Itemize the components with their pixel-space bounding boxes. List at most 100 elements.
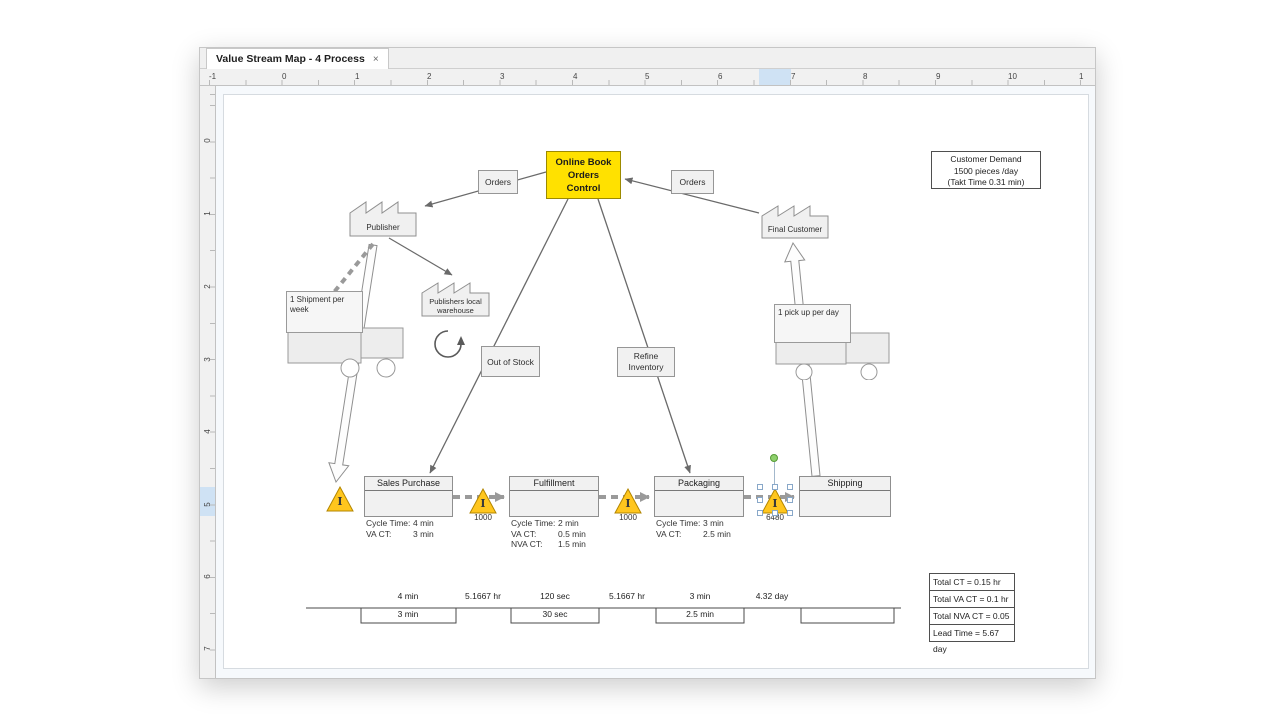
final-customer-label: Final Customer	[767, 225, 823, 234]
ruler-number: 5	[645, 72, 650, 81]
inventory-symbol: I	[480, 497, 486, 510]
stat-label: VA CT:	[511, 528, 537, 539]
tab-value-stream-map[interactable]: Value Stream Map - 4 Process ×	[206, 48, 389, 69]
connector-control-to-packaging[interactable]	[597, 198, 691, 474]
ruler-number: 3	[203, 357, 212, 362]
customer-demand-box[interactable]: Customer Demand 1500 pieces /day (Takt T…	[931, 151, 1041, 189]
tab-title: Value Stream Map - 4 Process	[216, 53, 365, 65]
summary-total-va-ct: Total VA CT = 0.1 hr	[929, 590, 1015, 608]
timeline-label: 4 min	[397, 591, 419, 601]
selection-handle[interactable]	[772, 510, 778, 516]
process-title: Fulfillment	[510, 477, 598, 491]
stat-value: 3 min	[703, 518, 724, 528]
ruler-number: 4	[203, 429, 212, 434]
orders-right-box[interactable]: Orders	[671, 170, 714, 194]
out-of-stock-box[interactable]: Out of Stock	[481, 346, 540, 377]
selection-handle[interactable]	[772, 484, 778, 490]
inventory-icon	[326, 485, 354, 512]
process-shipping[interactable]: Shipping	[799, 476, 891, 517]
stat-value: 3 min	[413, 528, 434, 539]
publisher-factory[interactable]: Publisher	[349, 197, 417, 237]
inventory-amount: 6480	[766, 513, 784, 522]
timeline-label: 3 min	[689, 591, 711, 601]
rotation-handle-stem	[774, 462, 775, 486]
factory-icon	[421, 282, 490, 317]
inventory-symbol: I	[337, 495, 343, 508]
ruler-number: 2	[427, 72, 432, 81]
summary-total-nva-ct: Total NVA CT = 0.05 hr	[929, 607, 1015, 637]
timeline-valley-label: 3 min	[397, 609, 419, 619]
stat-label: VA CT:	[366, 528, 392, 539]
stat-value: 1.5 min	[558, 539, 586, 549]
stat-value: 4 min	[413, 518, 434, 528]
timeline-label: 120 sec	[540, 591, 570, 601]
ruler-number: 8	[863, 72, 868, 81]
warehouse-factory[interactable]: Publishers local warehouse	[421, 278, 490, 317]
process-sales-purchase[interactable]: Sales Purchase	[364, 476, 453, 517]
summary-total-ct: Total CT = 0.15 hr	[929, 573, 1015, 591]
stat-label: NVA CT:	[511, 539, 543, 549]
inventory-amount: 1000	[619, 513, 637, 522]
vertical-ruler[interactable]: 0 1 2 3 4 5 6 7	[200, 86, 216, 678]
inventory-triangle-1[interactable]: I	[326, 485, 354, 512]
connector-publisher-to-warehouse[interactable]	[388, 237, 453, 276]
inventory-icon	[469, 487, 497, 514]
factory-icon	[349, 201, 417, 237]
timeline-valley-label: 2.5 min	[686, 609, 714, 619]
circular-arrow-icon[interactable]	[434, 330, 465, 358]
ruler-number: 6	[203, 574, 212, 579]
inventory-icon	[614, 487, 642, 514]
stat-value: 2.5 min	[703, 528, 731, 539]
tab-close-icon[interactable]: ×	[372, 53, 379, 65]
app-window: Value Stream Map - 4 Process × -1 0 1 2 …	[199, 47, 1096, 679]
summary-lead-time: Lead Time = 5.67 day	[929, 624, 1015, 654]
horizontal-ruler[interactable]: -1 0 1 2 3 4 5 6 7 8 9 10 1	[200, 69, 1095, 86]
connector-customer-to-control[interactable]	[624, 177, 760, 214]
inventory-triangle-3[interactable]: I 1000	[614, 487, 642, 522]
selection-handle[interactable]	[757, 510, 763, 516]
orders-left-box[interactable]: Orders	[478, 170, 518, 194]
final-customer-factory[interactable]: Final Customer	[761, 201, 829, 239]
timeline-ladder[interactable]	[306, 607, 901, 624]
ruler-number: 1	[355, 72, 360, 81]
warehouse-label: Publishers local warehouse	[429, 297, 482, 315]
stats-sales-purchase: Cycle Time: 4 min VA CT: 3 min	[366, 518, 434, 539]
timeline-label: 4.32 day	[755, 591, 789, 601]
refine-inventory-box[interactable]: Refine Inventory	[617, 347, 675, 377]
timeline-label: 5.1667 hr	[609, 591, 645, 601]
selection-handle[interactable]	[757, 497, 763, 503]
ruler-number: 4	[573, 72, 578, 81]
orders-control-box[interactable]: Online Book Orders Control	[546, 151, 621, 199]
ruler-number: 0	[282, 72, 287, 81]
publisher-label: Publisher	[366, 223, 400, 232]
process-title: Shipping	[800, 477, 890, 491]
stat-value: 0.5 min	[558, 528, 586, 539]
ruler-number: 6	[718, 72, 723, 81]
stat-value: 2 min	[558, 518, 579, 528]
process-title: Sales Purchase	[365, 477, 452, 491]
ruler-number: 1	[203, 211, 212, 216]
selection-handle[interactable]	[787, 484, 793, 490]
ruler-number: 0	[203, 138, 212, 143]
inventory-symbol: I	[772, 497, 778, 510]
stat-label: VA CT:	[656, 528, 682, 539]
selection-handle[interactable]	[757, 484, 763, 490]
ruler-selection-highlight-h	[759, 69, 791, 85]
ruler-number: 2	[203, 284, 212, 289]
drawing-canvas[interactable]: 1 Shipment per week 1 pick up per day Pu…	[216, 86, 1095, 678]
selection-handle[interactable]	[787, 497, 793, 503]
process-fulfillment[interactable]: Fulfillment	[509, 476, 599, 517]
factory-icon	[761, 205, 829, 239]
pickup-note[interactable]: 1 pick up per day	[774, 304, 851, 343]
rotation-handle[interactable]	[770, 454, 778, 462]
ruler-number: 7	[203, 646, 212, 651]
selection-handle[interactable]	[787, 510, 793, 516]
process-packaging[interactable]: Packaging	[654, 476, 744, 517]
inventory-triangle-2[interactable]: I 1000	[469, 487, 497, 522]
shipment-note[interactable]: 1 Shipment per week	[286, 291, 363, 333]
connector-control-to-sales-purchase[interactable]	[429, 198, 569, 474]
ruler-number: 3	[500, 72, 505, 81]
ruler-number: 10	[1008, 72, 1017, 81]
connector-publisher-to-shipment[interactable]	[316, 242, 375, 314]
stats-fulfillment: Cycle Time: 2 min VA CT: 0.5 min NVA CT:…	[511, 518, 586, 550]
